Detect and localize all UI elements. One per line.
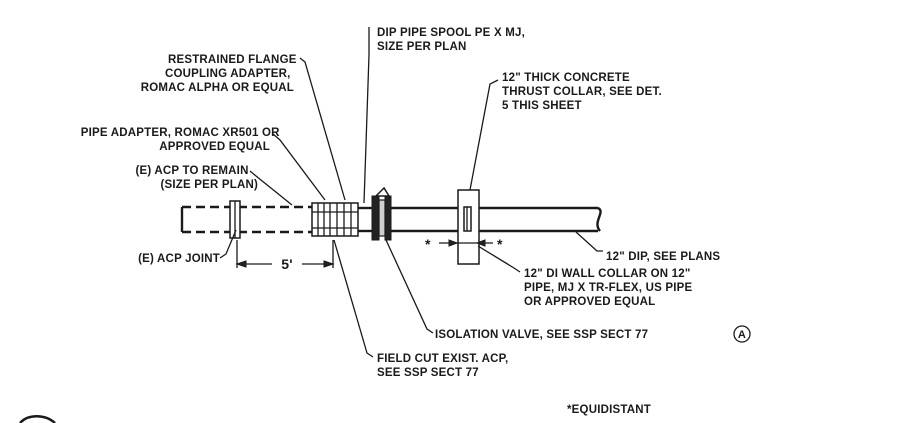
label-dim-5ft: 5' <box>281 256 293 272</box>
equidistant-dimension <box>439 239 493 247</box>
label-thrust-collar: 12" THICK CONCRETE THRUST COLLAR, SEE DE… <box>502 72 665 112</box>
label-acp-remain: (E) ACP TO REMAIN (SIZE PER PLAN) <box>136 165 259 191</box>
leader-lines <box>219 27 603 358</box>
isolation-valve-tag: A <box>733 325 751 343</box>
label-pipe-adapter: PIPE ADAPTER, ROMAC XR501 OR APPROVED EQ… <box>81 127 283 153</box>
label-isolation-valve: ISOLATION VALVE, SEE SSP SECT 77 <box>435 329 648 341</box>
concrete-thrust-collar <box>457 189 480 265</box>
label-wall-collar: 12" DI WALL COLLAR ON 12" PIPE, MJ X TR-… <box>524 268 696 308</box>
label-acp-joint: (E) ACP JOINT <box>138 253 220 265</box>
dip-pipe-spool <box>358 206 372 233</box>
five-foot-dimension <box>235 240 335 268</box>
label-equidistant-mark-left: * <box>425 236 431 252</box>
label-equidistant-mark-right: * <box>497 236 503 252</box>
label-restrained-flange: RESTRAINED FLANGE COUPLING ADAPTER, ROMA… <box>141 54 300 94</box>
label-dip-12: 12" DIP, SEE PLANS <box>606 251 720 263</box>
isolation-valve-symbol <box>371 186 392 241</box>
pipe-assembly <box>180 186 602 268</box>
svg-text:A: A <box>738 329 746 341</box>
pipe-adapter-coupling <box>311 202 359 237</box>
callout-labels: DIP PIPE SPOOL PE X MJ, SIZE PER PLAN RE… <box>81 27 751 416</box>
dip-12-pipe <box>391 206 602 233</box>
existing-acp-pipe <box>180 205 312 234</box>
label-dip-spool: DIP PIPE SPOOL PE X MJ, SIZE PER PLAN <box>377 27 528 53</box>
label-field-cut: FIELD CUT EXIST. ACP, SEE SSP SECT 77 <box>377 353 512 379</box>
cropped-title-mark <box>19 415 56 423</box>
label-equidistant-note: *EQUIDISTANT <box>567 404 651 416</box>
